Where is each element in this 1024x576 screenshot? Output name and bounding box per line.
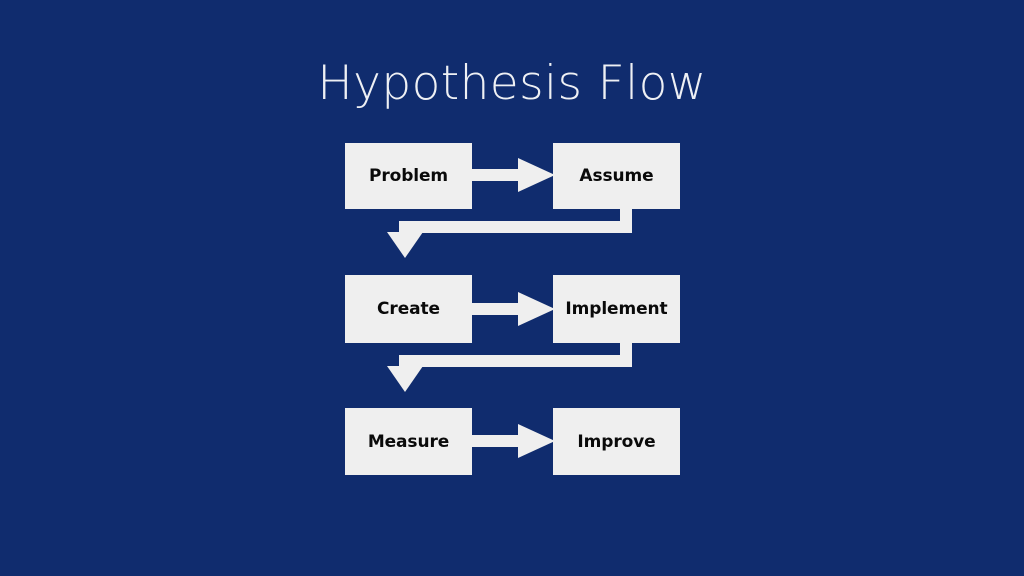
node-create[interactable]: Create [345,275,472,343]
arrow-shaft [470,169,524,181]
node-improve-label: Improve [577,431,656,452]
node-measure[interactable]: Measure [345,408,472,475]
node-implement-label: Implement [565,299,668,319]
connector-implement-measure-arrowhead [387,366,423,392]
arrow-shaft [470,303,524,315]
arrow-shaft [470,435,524,447]
arrow-problem-to-assume [470,158,557,192]
node-improve[interactable]: Improve [553,408,680,475]
arrow-head [518,158,555,192]
connector-assume-create-horizontal [399,221,632,233]
arrow-head [518,424,555,458]
node-measure-label: Measure [367,431,450,452]
connector-implement-measure-horizontal [399,355,632,367]
node-problem[interactable]: Problem [345,143,472,209]
node-create-label: Create [377,299,440,319]
node-implement[interactable]: Implement [553,275,680,343]
page-title: Hypothesis Flow [317,56,707,111]
node-problem-label: Problem [368,166,449,186]
arrow-create-to-implement [470,292,557,326]
node-assume-label: Assume [579,166,654,186]
node-assume[interactable]: Assume [553,143,680,209]
connector-assume-create-arrowhead [387,232,423,258]
arrow-measure-to-improve [470,424,557,458]
arrow-head [518,292,555,326]
